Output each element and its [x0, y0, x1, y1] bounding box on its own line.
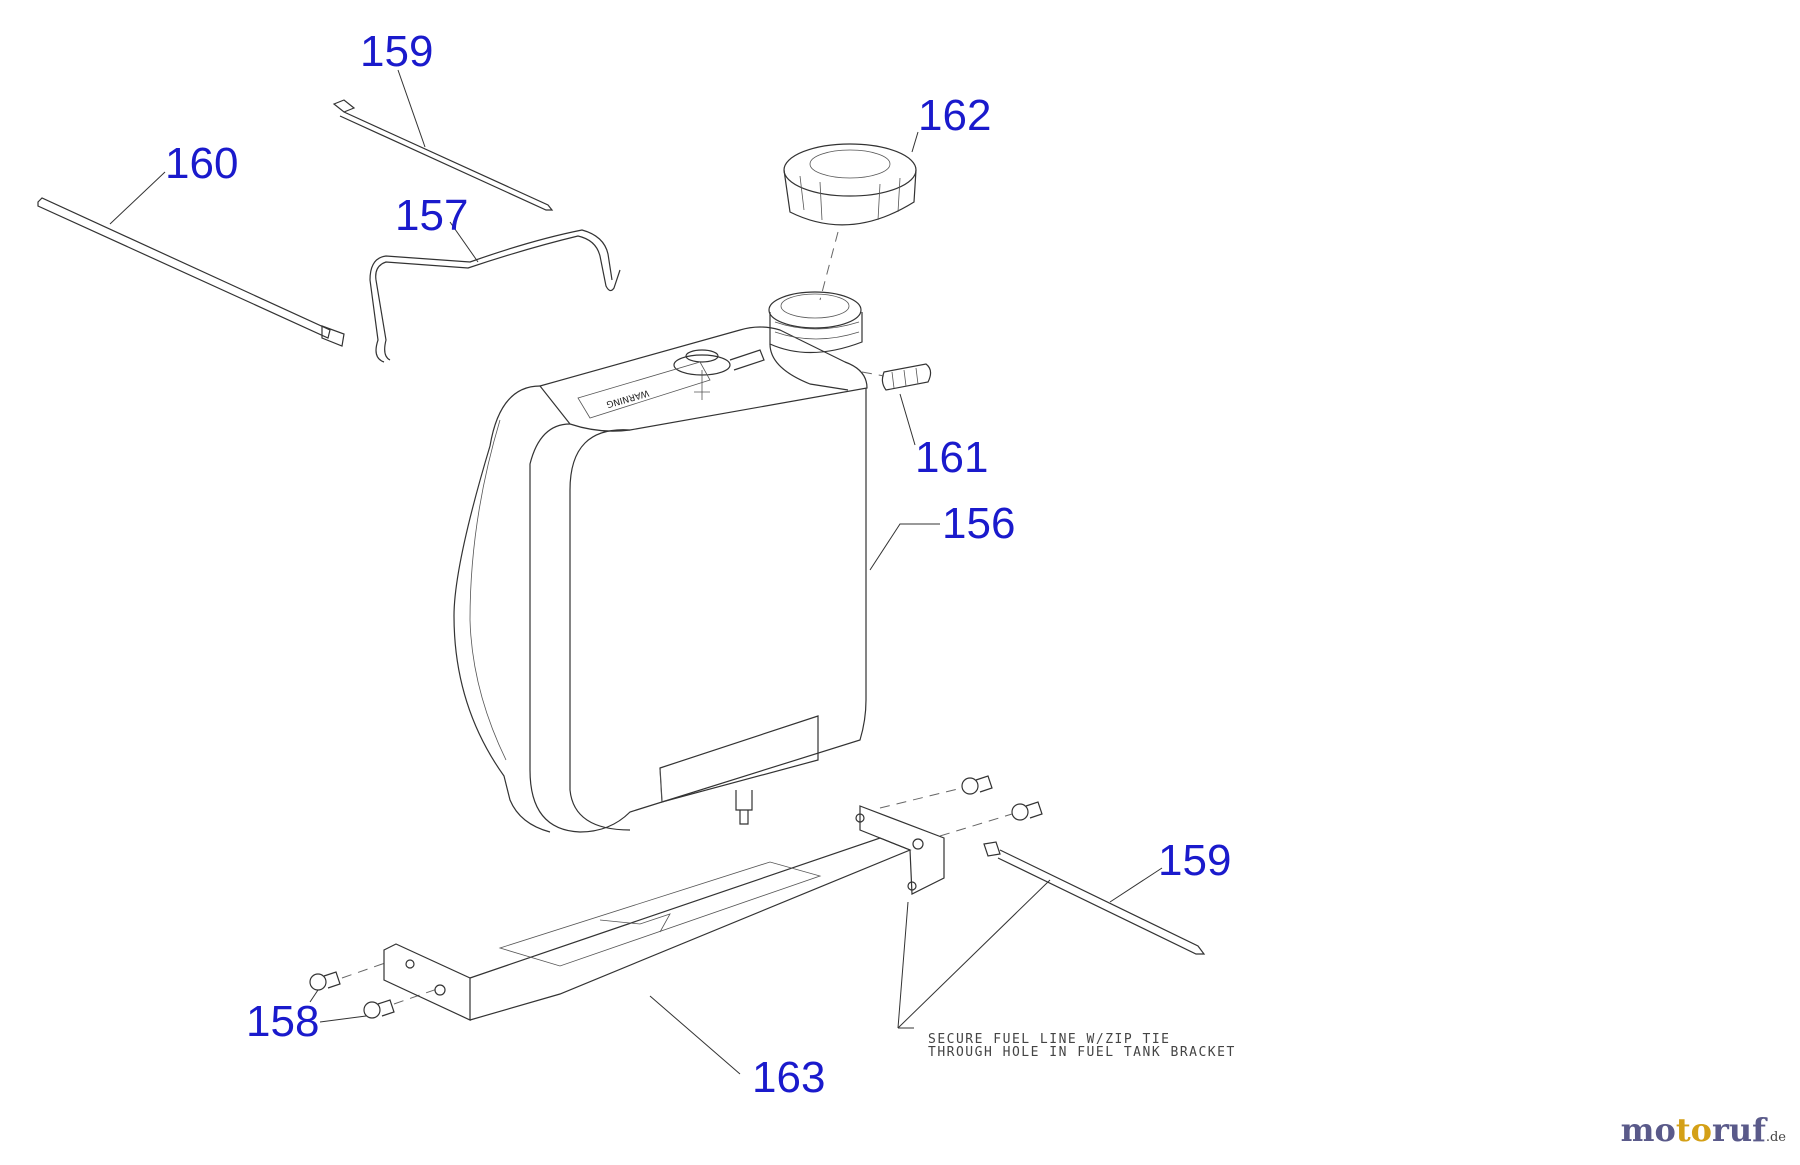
note-leaders	[897, 879, 1051, 1029]
screws-158	[309, 775, 1043, 1023]
assembly-note-line1: SECURE FUEL LINE W/ZIP TIE	[928, 1032, 1171, 1047]
callout-159-right: 159	[1158, 836, 1231, 885]
callout-159-top: 159	[360, 27, 433, 76]
callout-156: 156	[942, 499, 1015, 548]
fuel-cap-162	[783, 131, 919, 301]
wire-bracket-157	[369, 221, 621, 363]
hose-fitting-161	[861, 363, 932, 446]
brand-part2: to	[1675, 1111, 1712, 1149]
brand-logo: motoruf.de	[1621, 1111, 1786, 1149]
assembly-note-line2: THROUGH HOLE IN FUEL TANK BRACKET	[928, 1045, 1236, 1060]
brand-part1: mo	[1620, 1111, 1676, 1149]
tank-warning-label: WARNING	[605, 387, 650, 409]
zip-tie-159-top	[332, 69, 554, 211]
callout-160: 160	[165, 139, 238, 188]
callout-158: 158	[246, 997, 319, 1046]
zip-tie-159-right	[983, 841, 1206, 955]
tank-bracket-163	[383, 805, 945, 1075]
brand-tld: .de	[1765, 1130, 1786, 1145]
callout-157: 157	[395, 191, 468, 240]
callout-161: 161	[915, 433, 988, 482]
zip-tie-160	[37, 171, 345, 347]
brand-part3: ruf	[1711, 1111, 1766, 1149]
callout-162: 162	[918, 91, 991, 140]
callout-163: 163	[752, 1053, 825, 1102]
